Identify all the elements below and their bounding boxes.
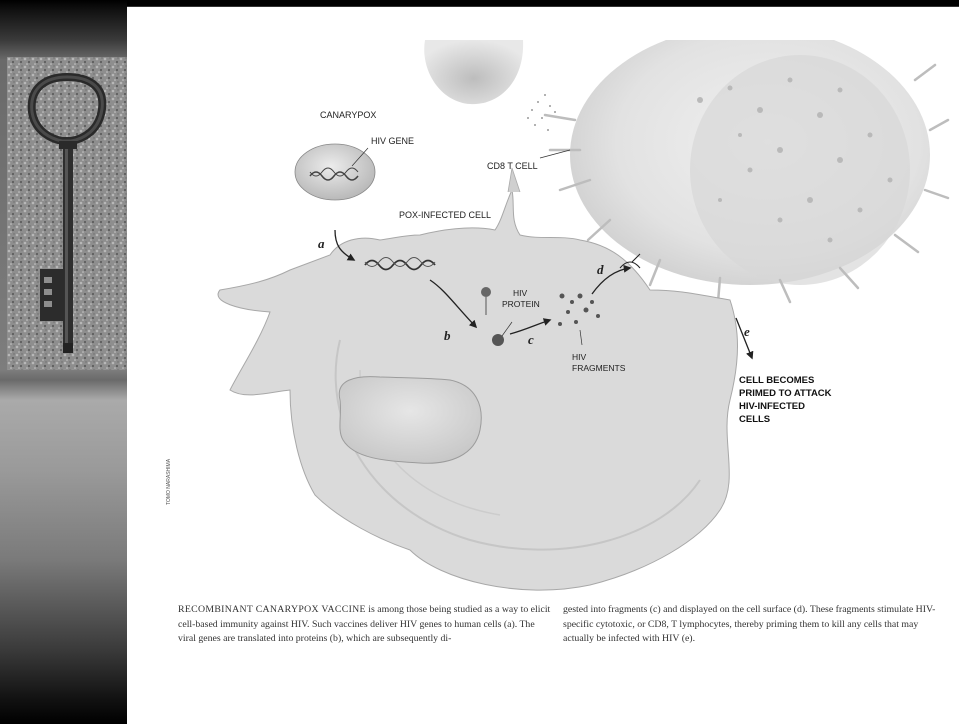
caption-left-column: RECOMBINANT CANARYPOX VACCINE is among t… xyxy=(178,603,553,647)
svg-text:HIV: HIV xyxy=(513,288,528,298)
step-b: b xyxy=(444,328,451,343)
svg-text:HIV: HIV xyxy=(572,352,587,362)
canarypox-label: CANARYPOX xyxy=(320,110,376,120)
pox-infected-cell-label: POX-INFECTED CELL xyxy=(399,210,491,220)
primed-line-2: PRIMED TO ATTACK xyxy=(739,387,832,400)
figure-caption: RECOMBINANT CANARYPOX VACCINE is among t… xyxy=(178,603,953,693)
step-e: e xyxy=(744,324,750,339)
svg-text:PROTEIN: PROTEIN xyxy=(502,299,540,309)
caption-right-column: gested into fragments (c) and displayed … xyxy=(563,603,938,647)
primed-line-1: CELL BECOMES xyxy=(739,374,832,387)
illustration-credit: TOMO NARASHIMA xyxy=(166,459,172,505)
step-c: c xyxy=(528,332,534,347)
primed-line-3: HIV-INFECTED xyxy=(739,400,832,413)
primed-to-attack-label: CELL BECOMES PRIMED TO ATTACK HIV-INFECT… xyxy=(739,374,832,426)
svg-text:FRAGMENTS: FRAGMENTS xyxy=(572,363,626,373)
cd8-cell-label: CD8 T CELL xyxy=(487,161,538,171)
canarypox-virus xyxy=(295,144,375,200)
svg-text:POX-INFECTED CELL: POX-INFECTED CELL xyxy=(399,210,491,220)
top-small-cell xyxy=(424,40,523,104)
hiv-gene-label: HIV GENE xyxy=(371,136,414,146)
old-skeleton-key-icon xyxy=(7,57,127,370)
nucleus xyxy=(339,377,481,464)
canarypox-vaccine-diagram: CANARYPOX HIV GENE CD8 T CELL POX-INFECT… xyxy=(140,40,950,600)
slide-top-border xyxy=(127,6,959,7)
caption-lead: RECOMBINANT CANARYPOX VACCINE xyxy=(178,604,366,615)
step-a: a xyxy=(318,236,325,251)
step-d: d xyxy=(597,262,604,277)
key-photo xyxy=(7,57,127,370)
svg-text:HIV GENE: HIV GENE xyxy=(371,136,414,146)
svg-text:CANARYPOX: CANARYPOX xyxy=(320,110,376,120)
primed-line-4: CELLS xyxy=(739,413,832,426)
svg-text:CD8 T CELL: CD8 T CELL xyxy=(487,161,538,171)
